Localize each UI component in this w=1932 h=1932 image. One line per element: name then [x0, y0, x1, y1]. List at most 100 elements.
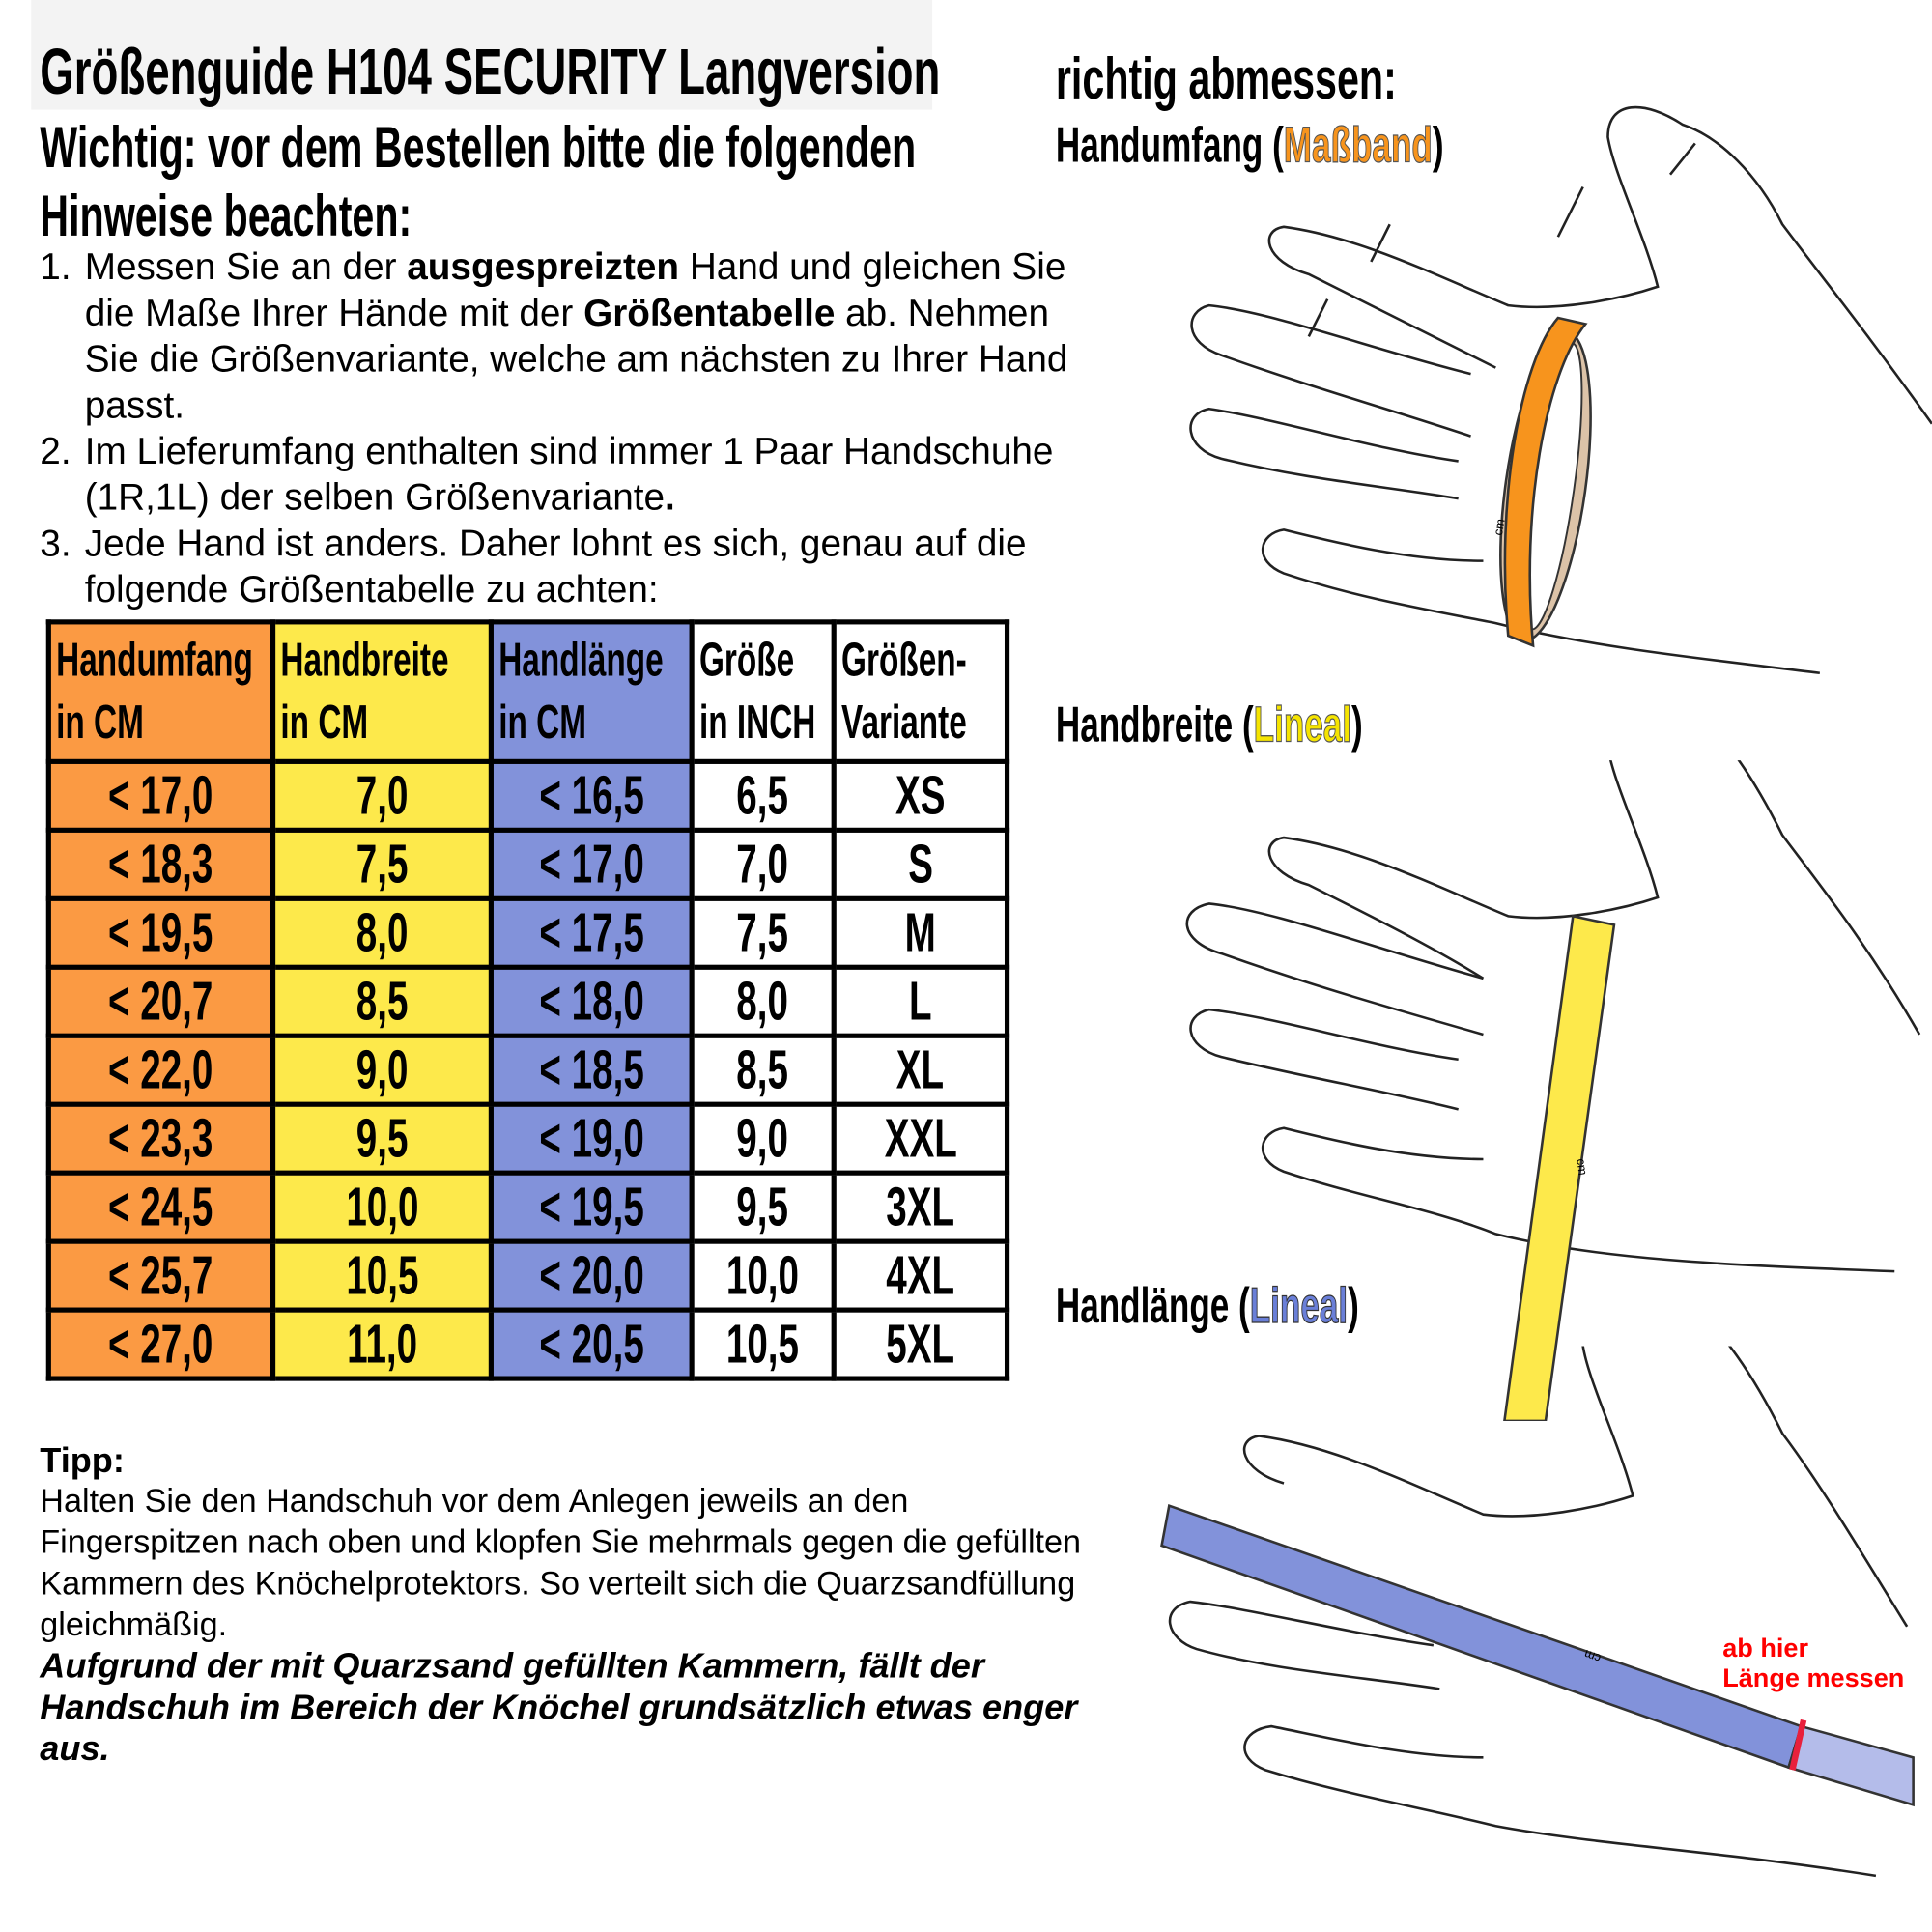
subtitle-line-1: Wichtig: vor dem Bestellen bitte die fol…: [40, 113, 917, 180]
column-header-line: in INCH: [698, 696, 816, 750]
table-row: < 25,7 10,5 < 20,0 10,0 4XL: [45, 1238, 1010, 1313]
column-header-line: in CM: [56, 696, 144, 750]
table-cell: 7,0: [689, 827, 837, 901]
cell-value: < 20,0: [539, 1244, 644, 1306]
table-cell: 10,0: [689, 1238, 837, 1313]
cell-value: L: [909, 970, 932, 1032]
table-cell: 10,5: [689, 1307, 837, 1381]
column-header-line: Variante: [841, 696, 967, 750]
hand-outline: [1189, 105, 1932, 675]
cell-value: S: [907, 833, 933, 895]
column-header-line: Handumfang: [56, 634, 253, 687]
cell-value: 8,0: [736, 970, 789, 1032]
table-cell: < 19,5: [488, 1170, 695, 1244]
cell-value: 3XL: [886, 1176, 955, 1237]
column-header-line: Größen-: [841, 634, 967, 687]
cell-value: 8,5: [736, 1038, 789, 1100]
hand-width-illustration: cm: [1185, 760, 1921, 1421]
table-cell: 8,5: [689, 1033, 837, 1107]
label-handbreite: Handbreite (Lineal): [1055, 697, 1363, 753]
instructions-list: 1.Messen Sie an der ausgespreizten Hand …: [40, 244, 1112, 613]
cell-value: 4XL: [886, 1244, 955, 1306]
table-cell: < 27,0: [45, 1307, 276, 1381]
cell-value: 10,5: [726, 1313, 800, 1375]
cell-value: < 19,5: [539, 1176, 644, 1237]
tipp-section: Tipp: Halten Sie den Handschuh vor dem A…: [40, 1439, 1112, 1769]
cell-value: < 22,0: [108, 1038, 213, 1100]
cell-value: < 19,0: [539, 1107, 644, 1169]
subtitle-line-2: Hinweise beachten:: [40, 182, 412, 248]
table-cell: 7,5: [270, 827, 494, 901]
table-cell: 10,0: [270, 1170, 494, 1244]
column-header-line: in CM: [280, 696, 369, 750]
table-cell: 5XL: [831, 1307, 1010, 1381]
cell-value: 7,0: [736, 833, 789, 895]
cell-value: 7,0: [355, 764, 409, 826]
cell-value: < 18,5: [539, 1038, 644, 1100]
column-header-line: Handbreite: [280, 634, 449, 687]
tipp-text: Halten Sie den Handschuh vor dem Anlegen…: [40, 1482, 1082, 1643]
column-header-line: in CM: [498, 696, 586, 750]
table-cell: L: [831, 964, 1010, 1038]
table-cell: M: [831, 895, 1010, 970]
cell-value: 11,0: [346, 1313, 417, 1375]
measure-heading: richtig abmessen:: [1055, 44, 1397, 111]
table-cell: < 17,5: [488, 895, 695, 970]
cell-value: M: [904, 901, 936, 963]
table-cell: 11,0: [270, 1307, 494, 1381]
table-cell: < 19,5: [45, 895, 276, 970]
note-line-2: Länge messen: [1722, 1662, 1904, 1692]
table-cell: < 25,7: [45, 1238, 276, 1313]
cell-value: 7,5: [736, 901, 789, 963]
cell-value: < 16,5: [539, 764, 644, 826]
table-cell: < 16,5: [488, 758, 695, 833]
table-cell: 9,0: [689, 1101, 837, 1176]
label-handlaenge: Handlänge (Lineal): [1055, 1278, 1359, 1334]
table-cell: 8,5: [270, 964, 494, 1038]
cell-value: < 27,0: [108, 1313, 213, 1375]
note-line-1: ab hier: [1722, 1633, 1808, 1662]
table-cell: < 18,5: [488, 1033, 695, 1107]
table-cell: 7,5: [689, 895, 837, 970]
table-row: < 18,3 7,5 < 17,0 7,0 S: [45, 827, 1010, 901]
table-cell: < 19,0: [488, 1101, 695, 1176]
table-row: < 27,0 11,0 < 20,5 10,5 5XL: [45, 1307, 1010, 1381]
cell-value: < 18,3: [108, 833, 213, 895]
cell-value: < 20,7: [108, 970, 213, 1032]
table-cell: < 20,7: [45, 964, 276, 1038]
ruler-unit-label: cm: [1582, 1647, 1603, 1666]
cell-value: 6,5: [736, 764, 789, 826]
hand-length-illustration: cm ab hier Länge messen: [1160, 1346, 1915, 1878]
size-table: Handumfang in CM Handbreite in CM Handlänge i…: [45, 619, 1010, 1381]
column-header: Größen- Variante: [831, 619, 1010, 764]
cell-value: 10,0: [345, 1176, 419, 1237]
cell-value: < 24,5: [108, 1176, 213, 1237]
tape-measure: cm: [1491, 316, 1592, 648]
column-header: Handbreite in CM: [270, 619, 494, 764]
column-header-line: Handlänge: [498, 634, 664, 687]
cell-value: 9,0: [355, 1038, 409, 1100]
table-cell: 7,0: [270, 758, 494, 833]
cell-value: 8,5: [355, 970, 409, 1032]
table-cell: < 20,5: [488, 1307, 695, 1381]
ruler-blue: cm: [1160, 1503, 1915, 1807]
cell-value: < 23,3: [108, 1107, 213, 1169]
title-background: [31, 0, 933, 110]
tipp-emphasis: Aufgrund der mit Quarzsand gefüllten Kam…: [40, 1646, 1078, 1768]
table-cell: < 23,3: [45, 1101, 276, 1176]
ruler-unit-label: cm: [1574, 1157, 1590, 1176]
cell-value: < 17,0: [539, 833, 644, 895]
label-handumfang: Handumfang (Maßband): [1055, 118, 1444, 174]
hand-outline: [1185, 760, 1921, 1273]
hand-outline: [1168, 1346, 1909, 1878]
cell-value: 9,5: [355, 1107, 409, 1169]
page-title: Größenguide H104 SECURITY Langversion: [40, 36, 941, 109]
cell-value: 7,5: [355, 833, 409, 895]
instruction-item: 2.Im Lieferumfang enthalten sind immer 1…: [40, 431, 1054, 519]
cell-value: XXL: [884, 1107, 957, 1169]
cell-value: 9,0: [736, 1107, 789, 1169]
table-cell: 10,5: [270, 1238, 494, 1313]
table-cell: 4XL: [831, 1238, 1010, 1313]
cell-value: 10,5: [345, 1244, 419, 1306]
